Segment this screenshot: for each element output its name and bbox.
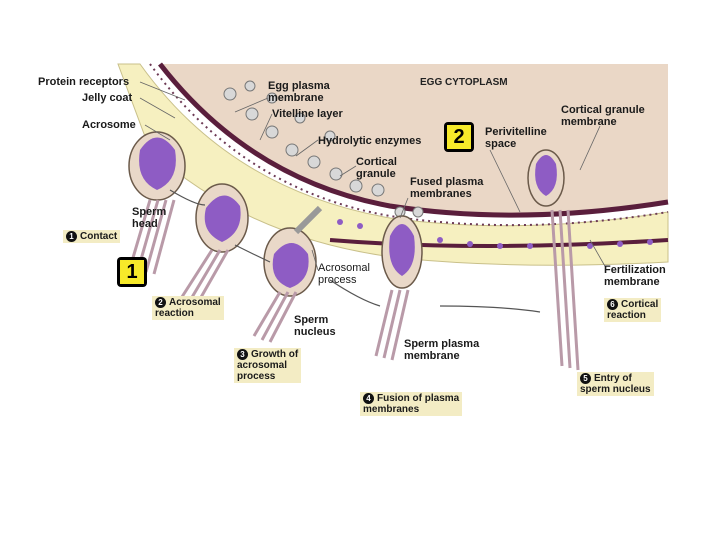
label-cortical-granule-membrane: Cortical granule membrane bbox=[561, 104, 645, 128]
label-hydrolytic-enzymes: Hydrolytic enzymes bbox=[318, 135, 422, 147]
sperm-stage-3 bbox=[252, 205, 323, 343]
label-vitelline-layer: Vitelline layer bbox=[272, 108, 343, 120]
label-egg-cytoplasm: EGG CYTOPLASM bbox=[420, 77, 508, 88]
stage-arrows bbox=[169, 189, 541, 313]
label-sperm-plasma-membrane: Sperm plasma membrane bbox=[404, 338, 480, 362]
label-cortical-granule: Cortical granule bbox=[356, 156, 397, 180]
label-sperm-head: Sperm head bbox=[132, 206, 167, 230]
egg-plasma-membrane-line bbox=[158, 62, 669, 218]
label-fertilization-membrane: Fertilization membrane bbox=[604, 264, 666, 288]
label-acrosomal-process: Acrosomal process bbox=[318, 262, 370, 286]
label-fused-plasma-membranes: Fused plasma membranes bbox=[410, 176, 484, 200]
label-acrosome: Acrosome bbox=[82, 119, 136, 131]
label-egg-plasma-membrane: Egg plasma membrane bbox=[268, 80, 330, 104]
badge-2: 2 bbox=[444, 122, 474, 152]
sperm-stage-2 bbox=[178, 183, 249, 307]
badge-1: 1 bbox=[117, 257, 147, 287]
cortical-granules bbox=[223, 80, 424, 218]
sperm-stage-4 bbox=[374, 215, 423, 361]
sperm-stage-5 bbox=[527, 149, 580, 371]
protein-receptors bbox=[337, 219, 653, 249]
label-perivitelline-space: Perivitelline space bbox=[485, 126, 547, 150]
label-jelly-coat: Jelly coat bbox=[82, 92, 133, 104]
label-sperm-nucleus: Sperm nucleus bbox=[294, 314, 336, 338]
label-protein-receptors: Protein receptors bbox=[38, 76, 130, 88]
sperm-stage-1 bbox=[128, 131, 186, 275]
leader-lines bbox=[139, 81, 607, 271]
vitelline-layer-line bbox=[149, 63, 669, 227]
